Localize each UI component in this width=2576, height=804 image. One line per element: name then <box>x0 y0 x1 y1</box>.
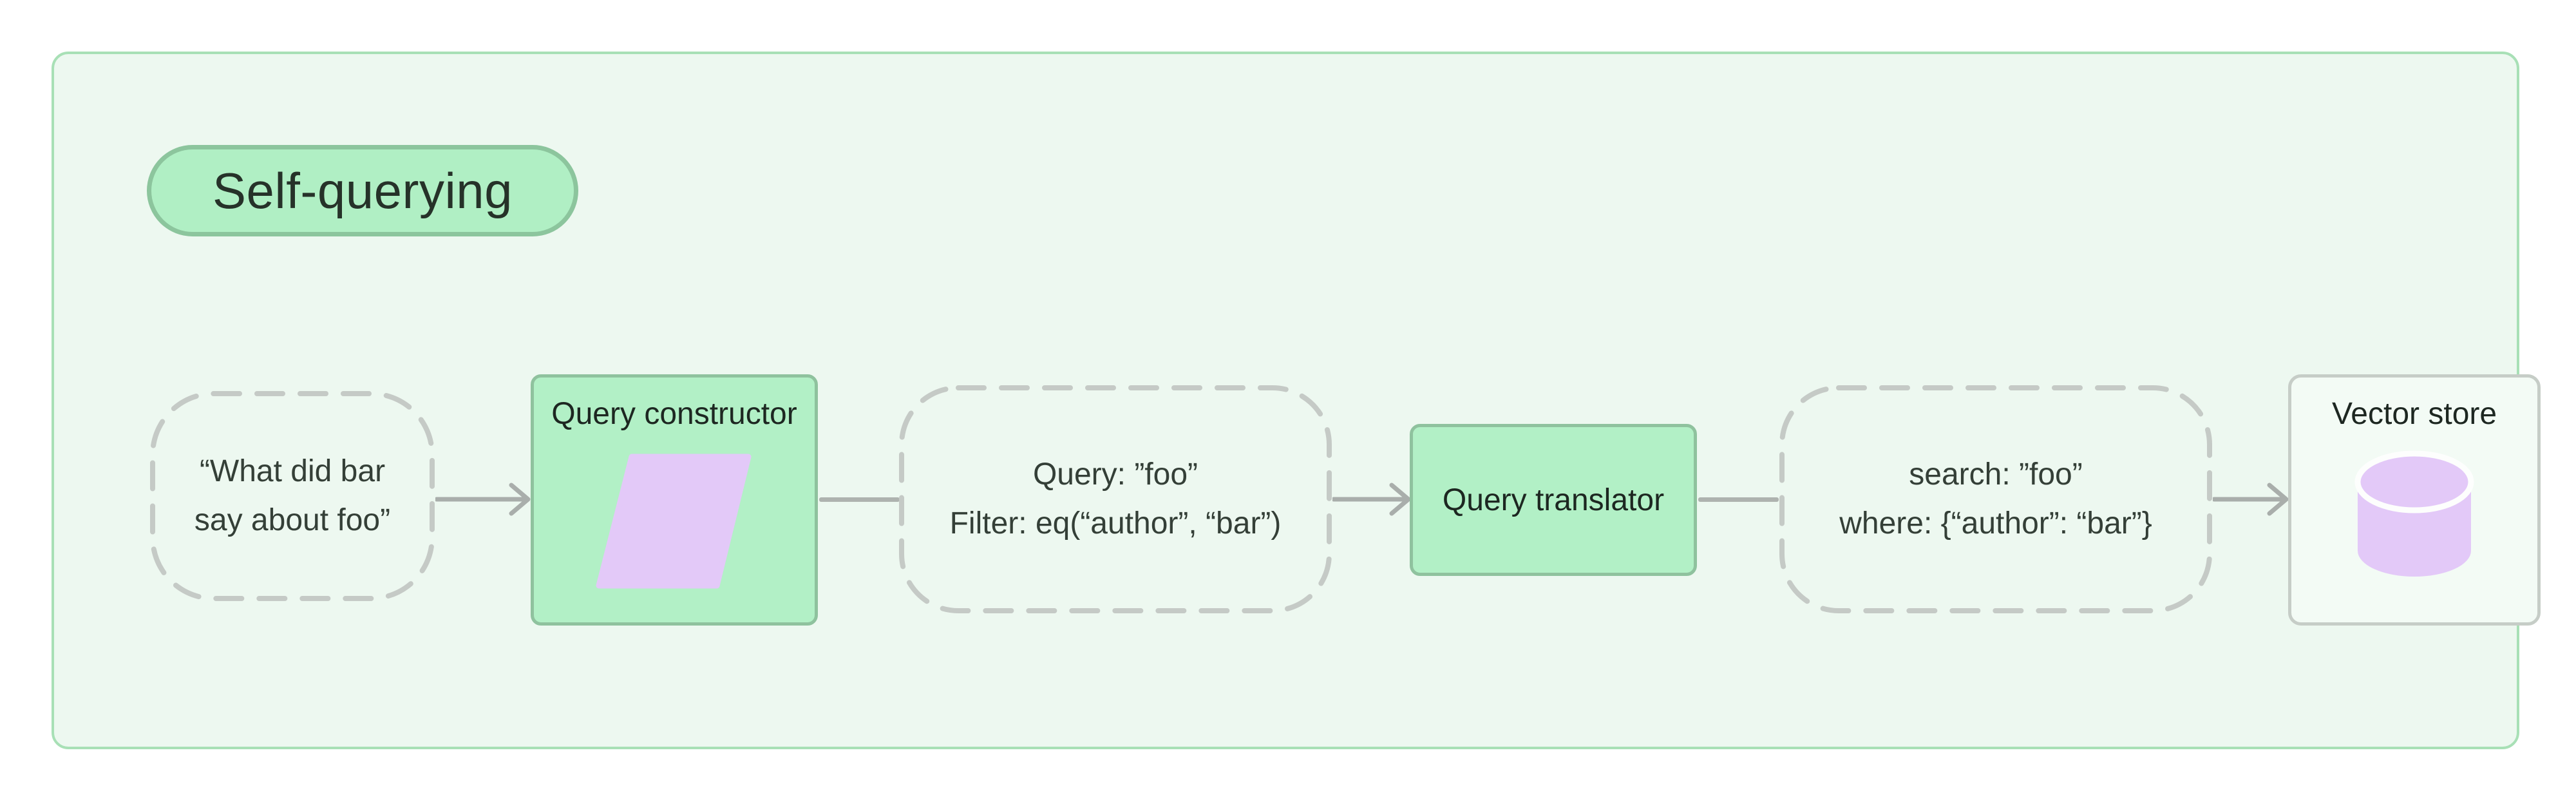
input-question-line2: say about foo” <box>194 503 391 537</box>
arrow-input-to-constructor <box>435 483 531 516</box>
constructed-query-text: Query: ”foo” Filter: eq(“author”, “bar”) <box>898 385 1332 614</box>
constructed-query-line1: Query: ”foo” <box>1032 457 1198 492</box>
dashed-border <box>1779 385 2212 613</box>
vector-store-label: Vector store <box>2331 397 2497 431</box>
constructed-query-node: Query: ”foo” Filter: eq(“author”, “bar”) <box>898 385 1332 614</box>
input-question-text: “What did bar say about foo” <box>149 390 435 602</box>
title-badge: Self-querying <box>147 145 578 236</box>
page-title: Self-querying <box>212 162 513 219</box>
constructed-query-line2: Filter: eq(“author”, “bar”) <box>949 506 1282 541</box>
vector-store-node: Vector store <box>2288 374 2541 626</box>
database-cylinder-icon <box>2354 450 2474 577</box>
self-querying-panel: Self-querying “What did bar say about fo… <box>52 52 2541 749</box>
input-question-node: “What did bar say about foo” <box>149 390 435 602</box>
query-constructor-label: Query constructor <box>551 397 797 431</box>
parallelogram-icon <box>596 454 752 589</box>
line-translator-to-search <box>1698 497 1779 502</box>
arrow-search-to-vectorstore <box>2213 483 2289 516</box>
translated-query-text: search: ”foo” where: {“author”: “bar”} <box>1779 385 2213 614</box>
query-constructor-node: Query constructor <box>531 374 818 626</box>
dashed-border <box>899 385 1332 613</box>
query-translator-label: Query translator <box>1442 483 1665 517</box>
query-translator-node: Query translator <box>1410 424 1697 576</box>
input-question-line1: “What did bar <box>199 454 386 488</box>
arrow-query-to-translator <box>1332 483 1411 516</box>
line-constructor-to-query <box>819 497 900 502</box>
translated-query-node: search: ”foo” where: {“author”: “bar”} <box>1779 385 2213 614</box>
translated-query-line1: search: ”foo” <box>1909 457 2083 492</box>
translated-query-line2: where: {“author”: “bar”} <box>1839 506 2152 541</box>
